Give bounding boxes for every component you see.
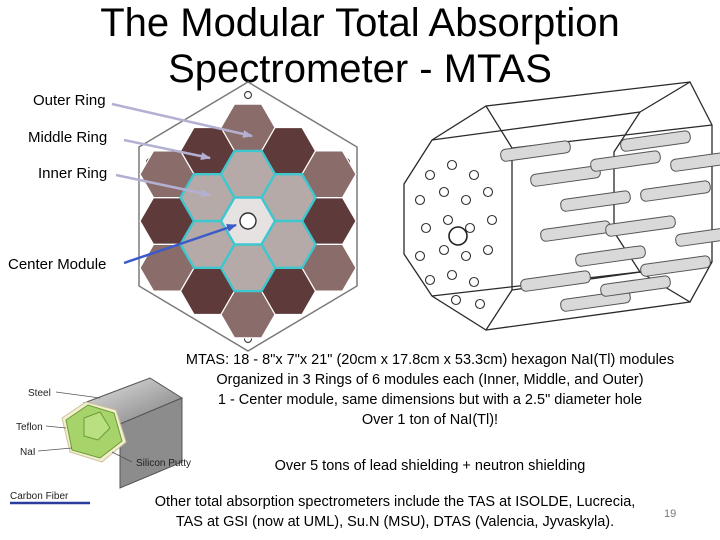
description-line: Over 1 ton of NaI(Tl)! bbox=[361, 412, 499, 428]
title-line-1: The Modular Total Absorption bbox=[100, 1, 620, 45]
plate-hole bbox=[468, 276, 480, 288]
plate-hole bbox=[446, 269, 458, 281]
module-cylinder bbox=[640, 255, 711, 277]
inner-ring-arrow bbox=[115, 173, 211, 198]
steel-label: Steel bbox=[28, 388, 51, 399]
other-spectrometers: Other total absorption spectrometers inc… bbox=[116, 492, 674, 532]
shielding-text: Over 5 tons of lead shielding + neutron … bbox=[274, 458, 586, 474]
plate-hole bbox=[438, 186, 450, 198]
module-illustration: Steel Teflon NaI Silicon Putty Carbon Fi… bbox=[10, 377, 191, 505]
mtas-3d-drawing bbox=[403, 81, 720, 331]
middle-ring-arrow bbox=[123, 138, 211, 161]
inner-ring-label: Inner Ring bbox=[38, 165, 108, 182]
module-cylinder bbox=[640, 180, 711, 202]
module-grid bbox=[139, 103, 357, 339]
module-cylinder bbox=[675, 225, 720, 247]
plate-hole bbox=[486, 214, 498, 226]
module-cylinder bbox=[520, 270, 591, 292]
center-hole bbox=[239, 212, 257, 230]
plate-hole bbox=[414, 250, 426, 262]
module-cylinder bbox=[670, 150, 720, 172]
slide-title: The Modular Total Absorption Spectromete… bbox=[60, 0, 660, 92]
module-crystal-face bbox=[83, 411, 111, 441]
edge-line bbox=[485, 301, 691, 331]
description-line: 1 - Center module, same dimensions but w… bbox=[217, 392, 643, 408]
plate-hole bbox=[460, 250, 472, 262]
label-leader bbox=[111, 451, 133, 463]
mtas-description: MTAS: 18 - 8"x 7"x 21" (20cm x 17.8cm x … bbox=[140, 350, 720, 430]
plate-hole bbox=[424, 274, 436, 286]
module-cylinder bbox=[560, 190, 631, 212]
plate-hole bbox=[446, 159, 458, 171]
other-line: Other total absorption spectrometers inc… bbox=[154, 494, 636, 510]
center-bore bbox=[448, 226, 468, 246]
module-cylinder bbox=[620, 130, 691, 152]
edge-line bbox=[485, 81, 691, 107]
plate-hole bbox=[482, 244, 494, 256]
front-plate-holes bbox=[414, 159, 498, 310]
label-leader bbox=[45, 425, 67, 429]
edge-line bbox=[431, 111, 641, 141]
center-module-label: Center Module bbox=[8, 256, 107, 273]
module-cylinders bbox=[500, 130, 720, 312]
label-leader bbox=[37, 447, 73, 452]
title-line-2: Spectrometer - MTAS bbox=[168, 47, 552, 91]
module-cylinder bbox=[560, 290, 631, 312]
description-line: Organized in 3 Rings of 6 modules each (… bbox=[216, 372, 644, 388]
plate-hole bbox=[460, 194, 472, 206]
label-leader bbox=[55, 391, 101, 399]
module-cylinder bbox=[540, 220, 611, 242]
nai-label: NaI bbox=[20, 447, 36, 458]
slide-number: 19 bbox=[664, 508, 677, 520]
plate-hole bbox=[474, 298, 486, 310]
silicon-putty-label: Silicon Putty bbox=[136, 458, 191, 469]
plate-hole bbox=[482, 186, 494, 198]
module-steel-side bbox=[119, 397, 183, 489]
plate-hole bbox=[442, 214, 454, 226]
module-cylinder bbox=[600, 275, 671, 297]
module-cylinder bbox=[575, 245, 646, 267]
plate-hole bbox=[424, 169, 436, 181]
module-cylinder bbox=[530, 165, 601, 187]
module-cylinder bbox=[605, 215, 676, 237]
middle-ring-label: Middle Ring bbox=[28, 129, 108, 146]
other-line: TAS at GSI (now at UML), Su.N (MSU), DTA… bbox=[175, 514, 615, 530]
carbon-fiber-label: Carbon Fiber bbox=[10, 491, 69, 502]
description-line: MTAS: 18 - 8"x 7"x 21" (20cm x 17.8cm x … bbox=[185, 352, 675, 368]
plate-hole bbox=[438, 244, 450, 256]
module-cylinder bbox=[590, 150, 661, 172]
outer-ring-label: Outer Ring bbox=[33, 92, 106, 109]
plate-hole bbox=[414, 194, 426, 206]
plate-hole bbox=[464, 222, 476, 234]
frame-bolt bbox=[243, 90, 253, 100]
plate-hole bbox=[420, 222, 432, 234]
teflon-label: Teflon bbox=[16, 422, 43, 433]
plate-hole bbox=[450, 294, 462, 306]
center-module-arrow bbox=[123, 223, 237, 265]
plate-hole bbox=[468, 169, 480, 181]
outer-ring-arrow bbox=[111, 102, 253, 138]
module-cylinder bbox=[500, 140, 571, 162]
